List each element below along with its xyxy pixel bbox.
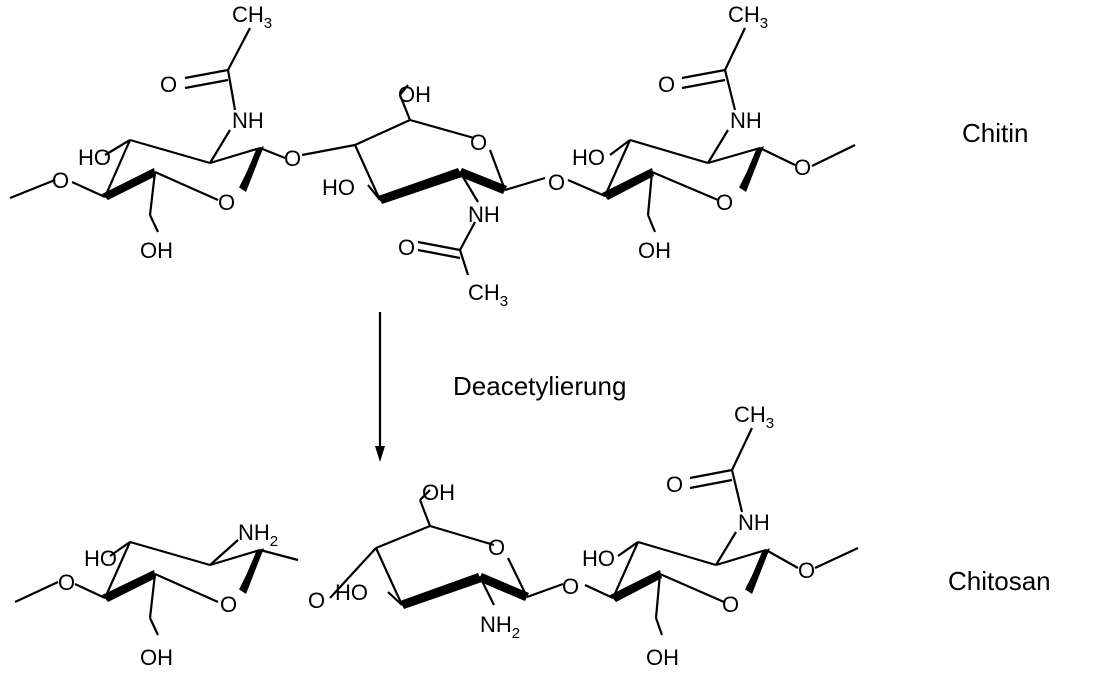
chitosan-ether-oxygen-4: O <box>798 558 815 583</box>
chitin-hydroxyl-1: HO <box>78 145 111 170</box>
chitosan-hydroxyl-4: HO <box>335 580 368 605</box>
chitin-ether-oxygen-2: O <box>284 146 301 171</box>
chitin-amide-nh-1: NH <box>232 108 264 133</box>
chitin-ring-2 <box>301 84 546 276</box>
chitosan-ether-oxygen-1: O <box>58 570 75 595</box>
chitosan-hydroxyl-2: OH <box>140 645 173 670</box>
chitosan-ring-oxygen-2: O <box>488 535 505 560</box>
chitin-ring-oxygen-1: O <box>218 190 235 215</box>
chitin-carbonyl-oxygen-3: O <box>658 72 675 97</box>
chitin-hydroxyl-5: HO <box>572 145 605 170</box>
chitosan-structure: O HO OH O NH2 O OH HO O NH2 O HO OH O NH… <box>14 402 1051 670</box>
chitin-ring-oxygen-2: O <box>470 130 487 155</box>
chitin-ring-oxygen-3: O <box>716 190 733 215</box>
chitosan-hydroxyl-6: OH <box>646 645 679 670</box>
chitin-methyl-2: CH3 <box>468 280 508 310</box>
chitosan-ether-oxygen-3: O <box>562 574 579 599</box>
chitosan-ring-3 <box>584 427 859 636</box>
chitin-amide-nh-2: NH <box>468 202 500 227</box>
chitosan-hydroxyl-5: HO <box>582 546 615 571</box>
chitin-ether-oxygen-3: O <box>548 170 565 195</box>
chitin-ring-1 <box>102 27 286 233</box>
chitosan-amine-1: NH2 <box>238 520 278 550</box>
chitosan-hydroxyl-3: OH <box>422 480 455 505</box>
chitin-structure: O HO OH O NH O CH3 O OH HO O NH O CH3 O … <box>9 2 1028 310</box>
chitosan-ring-1 <box>102 539 299 636</box>
chitin-name: Chitin <box>962 118 1028 148</box>
chitin-hydroxyl-4: HO <box>322 175 355 200</box>
chitin-hydroxyl-3: OH <box>398 82 431 107</box>
chitosan-methyl: CH3 <box>734 402 774 432</box>
reaction-arrow <box>375 312 385 462</box>
chitin-hydroxyl-2: OH <box>140 238 173 263</box>
chitin-methyl-1: CH3 <box>232 2 272 32</box>
chitin-ether-oxygen-1: O <box>52 168 69 193</box>
chitin-carbonyl-oxygen-1: O <box>160 72 177 97</box>
chitin-ether-oxygen-4: O <box>794 155 811 180</box>
reaction-label: Deacetylierung <box>453 371 626 401</box>
chitosan-amine-2: NH2 <box>480 612 520 642</box>
chitosan-ring-oxygen-1: O <box>220 592 237 617</box>
chitin-methyl-3: CH3 <box>728 2 768 32</box>
chitosan-ring-2 <box>329 489 564 609</box>
chitin-hydroxyl-6: OH <box>638 238 671 263</box>
chitin-carbonyl-oxygen-2: O <box>398 235 415 260</box>
chitosan-carbonyl-oxygen: O <box>666 472 683 497</box>
chitin-ring-3 <box>567 27 856 233</box>
chitosan-name: Chitosan <box>948 566 1051 596</box>
chitosan-hydroxyl-1: HO <box>84 546 117 571</box>
chitosan-ring-oxygen-3: O <box>722 592 739 617</box>
chitin-amide-nh-3: NH <box>730 108 762 133</box>
chitosan-amide-nh: NH <box>738 510 770 535</box>
chitosan-ether-oxygen-2: O <box>308 588 325 613</box>
